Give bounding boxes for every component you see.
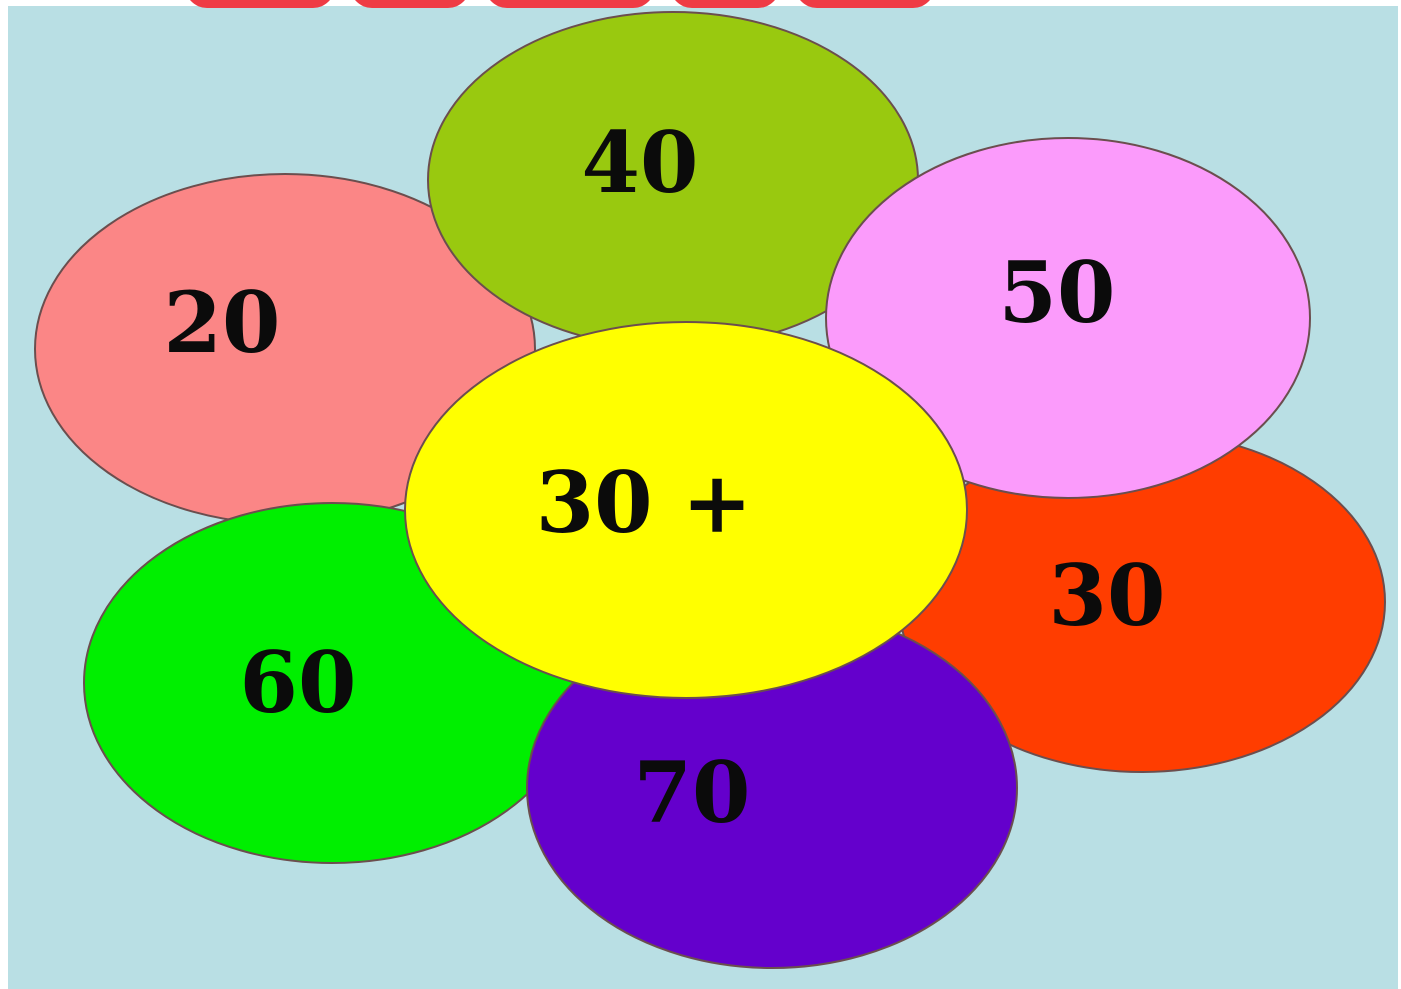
petal-label-60: 60	[240, 633, 357, 732]
petal-label-30: 30	[1049, 546, 1166, 645]
center-label: 30 +	[536, 453, 753, 552]
petal-label-50: 50	[999, 243, 1116, 342]
petal-label-40: 40	[582, 113, 699, 212]
petal-label-20: 20	[164, 273, 281, 372]
flower-center: 30 +	[405, 322, 967, 698]
petal-label-70: 70	[634, 743, 751, 842]
